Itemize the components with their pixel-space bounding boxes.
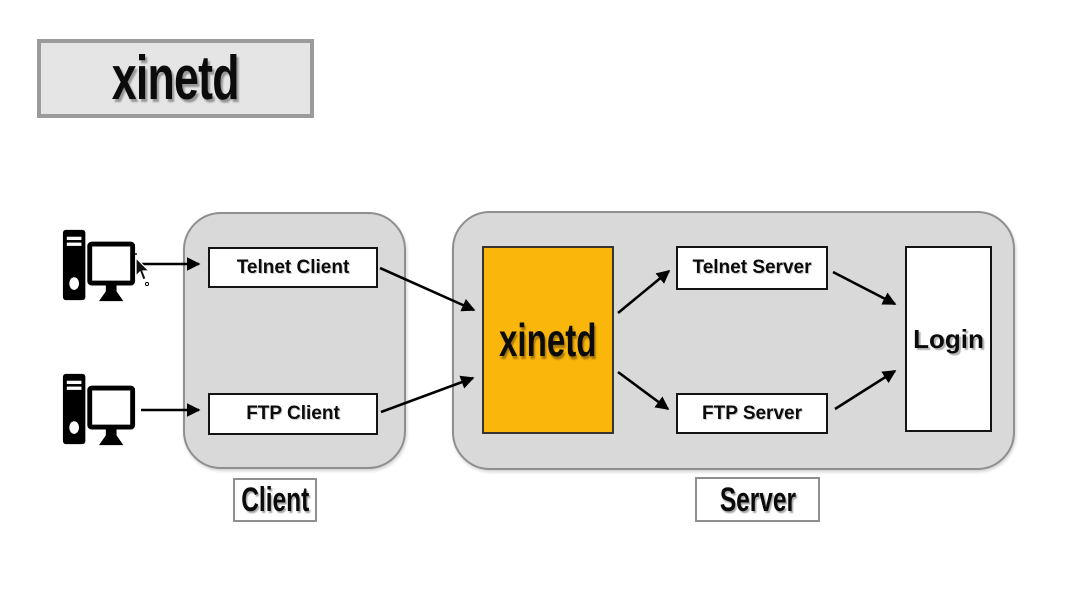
server-group-caption: Server (695, 477, 820, 522)
server-group-label: Server (719, 480, 796, 519)
telnet-client-node: Telnet Client (208, 247, 378, 288)
title-box: xinetd (37, 39, 314, 118)
ftp-client-node: FTP Client (208, 393, 378, 435)
ftp-client-label: FTP Client (246, 403, 340, 424)
client-group-caption: Client (233, 478, 317, 522)
telnet-client-label: Telnet Client (236, 256, 350, 278)
ftp-server-node: FTP Server (676, 393, 828, 434)
xinetd-node-label: xinetd (499, 314, 597, 366)
login-node: Login (905, 246, 992, 432)
telnet-server-node: Telnet Server (676, 246, 828, 290)
mouse-cursor-click-icon (131, 251, 151, 287)
desktop-computer-icon (62, 229, 136, 302)
desktop-computer-icon (62, 373, 136, 446)
telnet-server-label: Telnet Server (692, 257, 812, 278)
ftp-server-label: FTP Server (702, 402, 802, 424)
client-group-label: Client (241, 481, 310, 519)
page-title: xinetd (111, 43, 240, 113)
xinetd-node: xinetd (482, 246, 614, 434)
login-label: Login (913, 323, 984, 354)
